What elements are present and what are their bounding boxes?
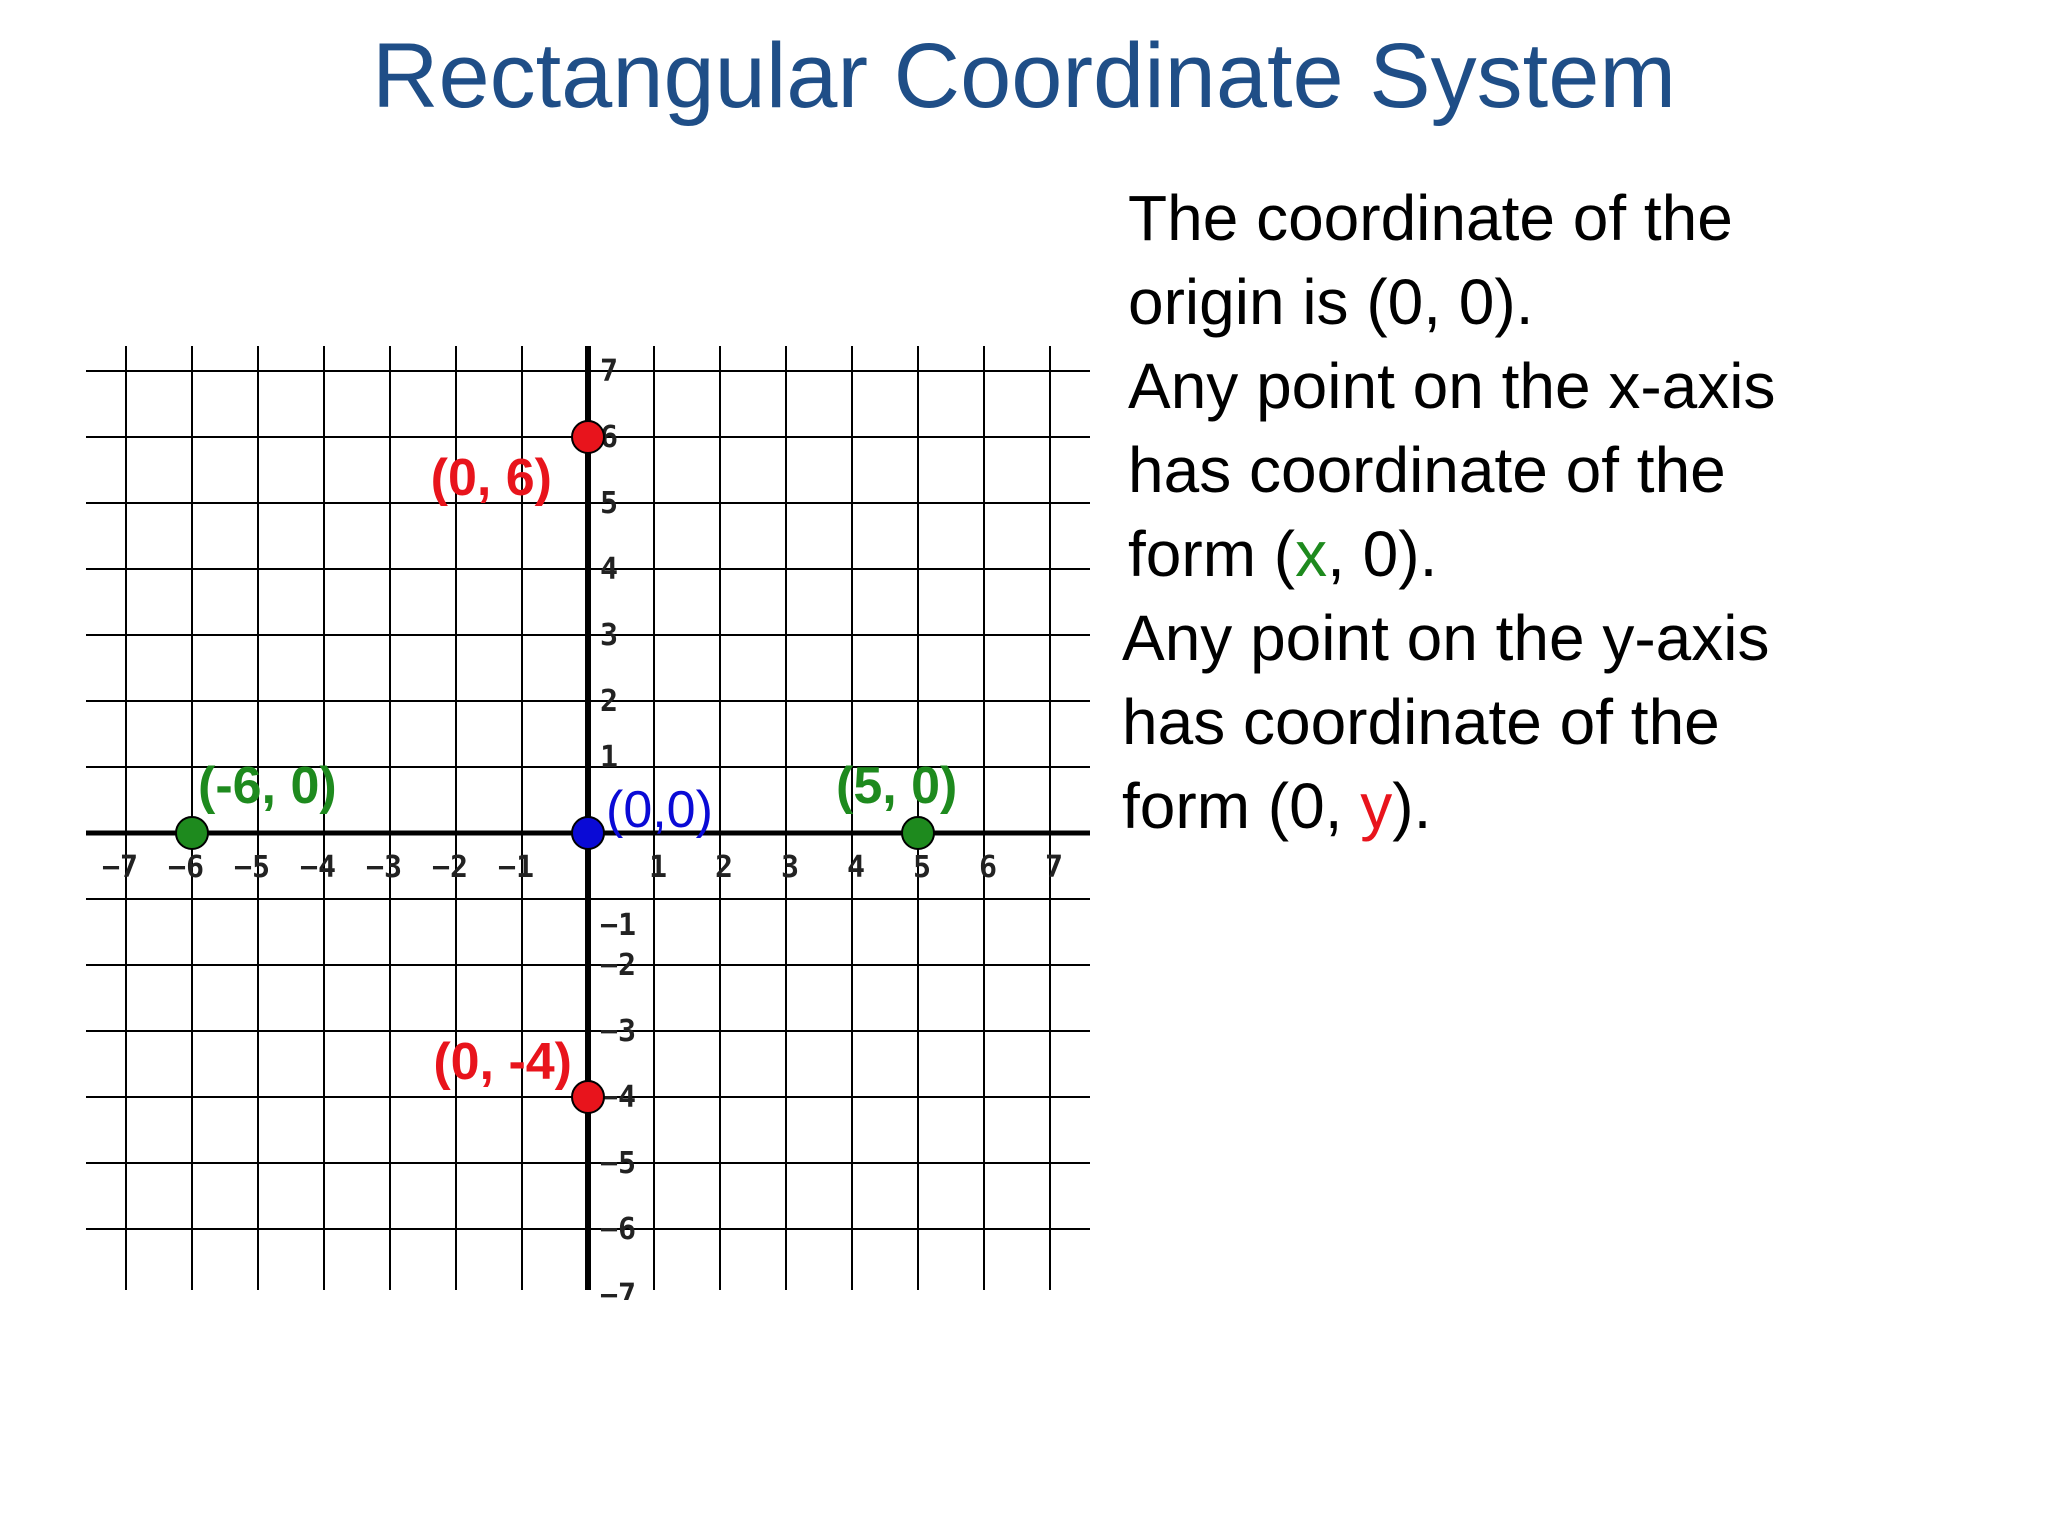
point-label: (0,0) bbox=[606, 781, 713, 839]
y-tick-label: 1 bbox=[600, 740, 618, 775]
x-tick-label: −5 bbox=[234, 850, 270, 885]
x-tick-label: −6 bbox=[168, 850, 204, 885]
y-axis-line-1: Any point on the y-axis bbox=[1122, 602, 1770, 674]
y-axis-line-2: has coordinate of the bbox=[1122, 686, 1720, 758]
x-axis-line-2: has coordinate of the bbox=[1128, 434, 1726, 506]
origin-explanation: The coordinate of the origin is (0, 0). bbox=[1128, 176, 1733, 344]
origin-line-2: origin is (0, 0). bbox=[1128, 266, 1534, 338]
x-tick-label: 4 bbox=[847, 850, 865, 885]
x-axis-explanation: Any point on the x-axis has coordinate o… bbox=[1128, 344, 1775, 596]
point-label: (-6, 0) bbox=[198, 757, 337, 815]
x-axis-line-1: Any point on the x-axis bbox=[1128, 350, 1776, 422]
y-tick-label: 4 bbox=[600, 552, 618, 587]
slide-title: Rectangular Coordinate System bbox=[372, 25, 1676, 127]
y-tick-label: −5 bbox=[600, 1146, 636, 1181]
y-tick-labels: 7 6 5 4 3 2 1 −1 −2 −3 −4 −5 −6 −7 bbox=[600, 354, 636, 1300]
plotted-point bbox=[901, 816, 935, 850]
y-tick-label: 2 bbox=[600, 684, 618, 719]
x-tick-label: 6 bbox=[979, 850, 997, 885]
y-axis-line-3: form (0, y). bbox=[1122, 764, 1769, 848]
x-tick-label: −3 bbox=[366, 850, 402, 885]
y-tick-label: 5 bbox=[600, 486, 618, 521]
x-variable: x bbox=[1295, 518, 1328, 590]
y-tick-label: 3 bbox=[600, 618, 618, 653]
y-tick-label: −7 bbox=[600, 1278, 636, 1300]
y-axis-explanation: Any point on the y-axis has coordinate o… bbox=[1122, 596, 1769, 848]
x-tick-label: 5 bbox=[913, 850, 931, 885]
point-labels: (0,0) (0, 6) (0, -4) (-6, 0) (5, 0) bbox=[198, 449, 957, 1091]
x-tick-label: −7 bbox=[102, 850, 138, 885]
y-tick-label: −3 bbox=[600, 1014, 636, 1049]
y-tick-label: 6 bbox=[600, 420, 618, 455]
y-tick-label: −2 bbox=[600, 948, 636, 983]
x-form-suffix: , 0). bbox=[1327, 518, 1438, 590]
x-tick-label: 3 bbox=[781, 850, 799, 885]
x-tick-label: 7 bbox=[1045, 850, 1063, 885]
plotted-point bbox=[571, 420, 605, 454]
x-form-prefix: form ( bbox=[1128, 518, 1296, 590]
y-tick-label: −4 bbox=[600, 1080, 636, 1115]
y-form-prefix: form (0, bbox=[1122, 770, 1361, 842]
x-tick-label: −4 bbox=[300, 850, 336, 885]
x-tick-label: 2 bbox=[715, 850, 733, 885]
y-tick-label: −1 bbox=[600, 908, 636, 943]
point-label: (5, 0) bbox=[836, 757, 957, 815]
x-axis-line-3: form (x, 0). bbox=[1128, 512, 1775, 596]
x-tick-labels: −7 −6 −5 −4 −3 −2 −1 1 2 3 4 5 6 7 bbox=[102, 850, 1063, 885]
point-label: (0, 6) bbox=[431, 449, 552, 507]
plotted-point bbox=[571, 1080, 605, 1114]
plotted-point bbox=[571, 816, 605, 850]
y-variable: y bbox=[1360, 770, 1393, 842]
x-tick-label: 1 bbox=[649, 850, 667, 885]
x-tick-label: −1 bbox=[498, 850, 534, 885]
x-tick-label: −2 bbox=[432, 850, 468, 885]
y-tick-label: −6 bbox=[600, 1212, 636, 1247]
plotted-points bbox=[175, 420, 935, 1114]
plotted-point bbox=[175, 816, 209, 850]
y-tick-label: 7 bbox=[600, 354, 618, 389]
origin-line-1: The coordinate of the bbox=[1128, 182, 1733, 254]
point-label: (0, -4) bbox=[433, 1033, 572, 1091]
y-form-suffix: ). bbox=[1392, 770, 1432, 842]
